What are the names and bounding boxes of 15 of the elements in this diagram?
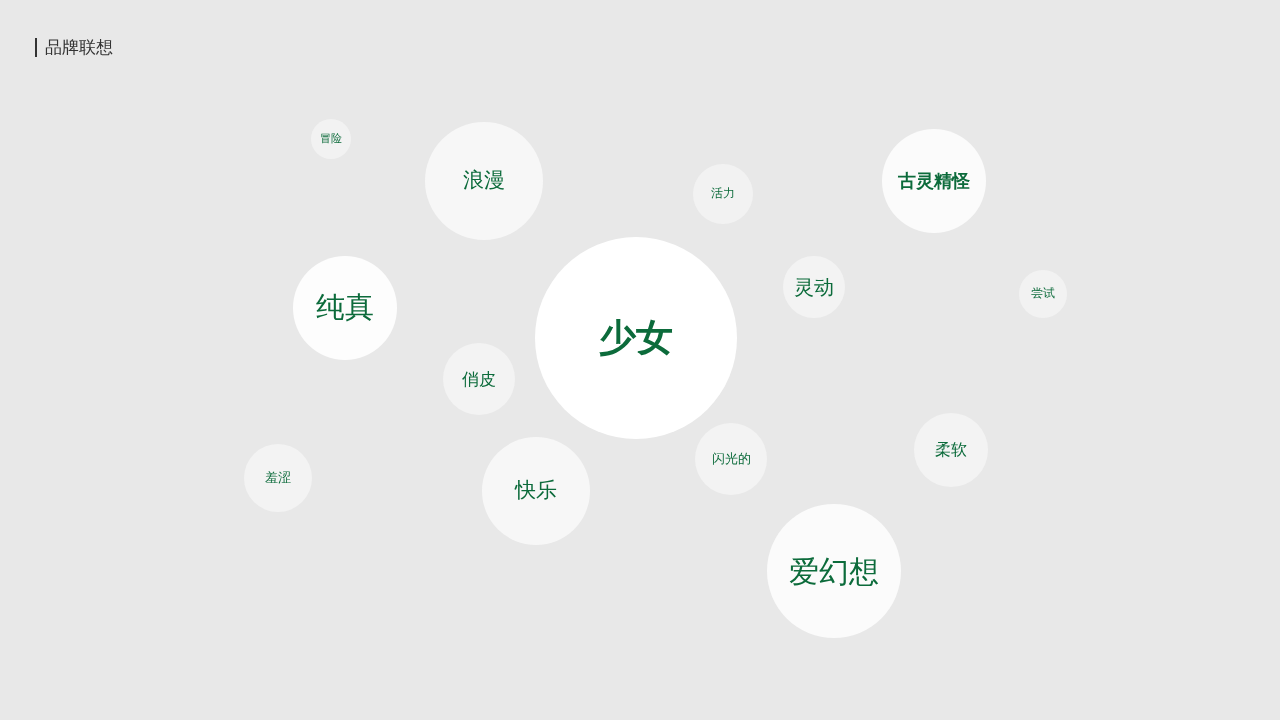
title: 品牌联想	[45, 36, 113, 58]
keyword-label: 活力	[711, 187, 735, 201]
keyword-label: 灵动	[794, 276, 834, 298]
keyword-label: 浪漫	[463, 169, 505, 193]
keyword-label: 古灵精怪	[898, 171, 970, 191]
keyword-label: 俏皮	[462, 369, 496, 389]
keyword-label: 闪光的	[711, 451, 751, 467]
keyword-label: 尝试	[1031, 287, 1055, 301]
keyword-label: 冒险	[320, 132, 342, 146]
keyword-label: 柔软	[935, 441, 967, 459]
keyword-label: 爱幻想	[789, 554, 879, 588]
keyword-label: 快乐	[515, 479, 557, 503]
keyword-label: 纯真	[316, 292, 374, 324]
keyword-label: 少女	[599, 317, 673, 359]
keyword-label: 羞涩	[265, 470, 291, 486]
